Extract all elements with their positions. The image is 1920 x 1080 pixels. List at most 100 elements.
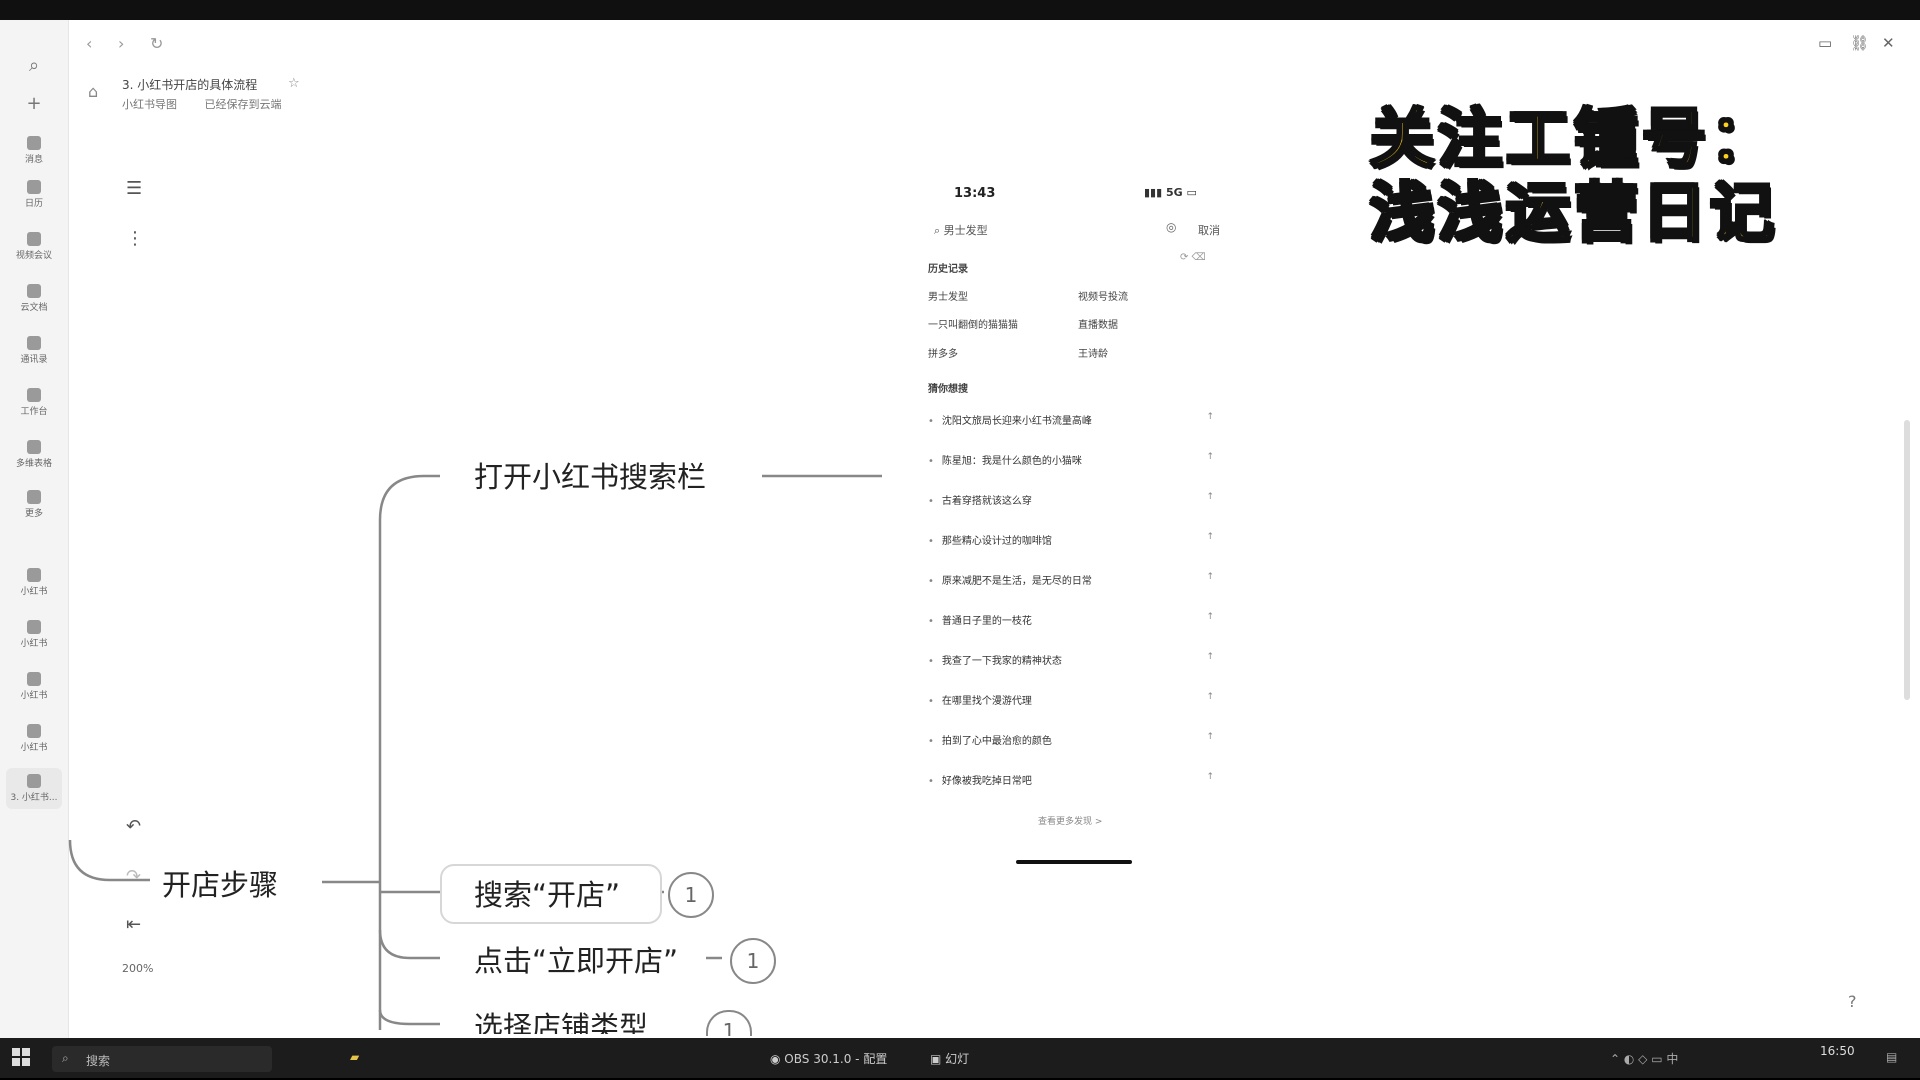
rail-item-workspace[interactable]: 工作台 xyxy=(6,388,62,417)
hot-flag-icon: ↑ xyxy=(1206,452,1214,462)
refresh-icon[interactable]: ↻ xyxy=(150,34,164,53)
rail-item-docs[interactable]: 云文档 xyxy=(6,284,62,313)
mindmap-connectors xyxy=(68,474,882,1030)
more-icon xyxy=(27,490,41,504)
windows-taskbar: ⌕ 搜索 ▰ ◉ OBS 30.1.0 - 配置 ▣ 幻灯 ⌃ ◐ ◇ ▭ 中 … xyxy=(0,1038,1920,1080)
contacts-icon xyxy=(27,336,41,350)
forward-icon[interactable]: › xyxy=(118,34,125,53)
outline-icon[interactable]: ☰ xyxy=(126,178,143,199)
rail-item-pinned-1[interactable]: 小红书 xyxy=(6,568,62,597)
pinned-doc-icon xyxy=(27,672,41,686)
save-status: 已经保存到云端 xyxy=(204,98,282,111)
hot-flag-icon: ↑ xyxy=(1206,492,1214,502)
phone-signal: ▮▮▮ 5G ▭ xyxy=(1144,186,1197,199)
branch-line-4 xyxy=(378,1009,440,1026)
history-item: 拼多多 xyxy=(928,349,958,360)
app-window: ⌕ + 消息 日历 视频会议 云文档 通讯录 工作台 多维表格 更多 小红书 小… xyxy=(0,20,1920,1038)
collapse-badge[interactable]: 1 xyxy=(730,938,776,984)
table-icon xyxy=(27,440,41,454)
rail-item-pinned-3[interactable]: 小红书 xyxy=(6,672,62,701)
hot-flag-icon: ↑ xyxy=(1206,572,1214,582)
mindmap-root[interactable]: 开店步骤 xyxy=(162,868,279,902)
history-item: 直播数据 xyxy=(1078,320,1118,331)
discover-item: •拍到了心中最治愈的颜色↑ xyxy=(928,732,1214,747)
branch-trunk xyxy=(378,474,440,1030)
history-title: 历史记录 xyxy=(928,264,968,275)
camera-icon: ◎ xyxy=(1166,220,1177,234)
pinned-doc-icon xyxy=(27,620,41,634)
history-item: 一只叫翻倒的猫猫猫 xyxy=(928,320,1018,331)
redo-icon[interactable]: ↷ xyxy=(126,866,142,887)
discover-more: 查看更多发现 > xyxy=(1038,817,1103,827)
add-icon[interactable]: + xyxy=(26,93,42,114)
hot-flag-icon: ↑ xyxy=(1206,652,1214,662)
rail-item-meeting[interactable]: 视频会议 xyxy=(6,232,62,261)
collapse-badge[interactable]: 1 xyxy=(668,872,714,918)
notification-icon[interactable]: ▤ xyxy=(1886,1050,1898,1064)
hot-flag-icon: ↑ xyxy=(1206,612,1214,622)
discover-item: •那些精心设计过的咖啡馆↑ xyxy=(928,532,1214,547)
mindmap-node-open-shop[interactable]: 点击“立即开店” xyxy=(474,944,679,978)
rail-item-more[interactable]: 更多 xyxy=(6,490,62,519)
taskbar-app2[interactable]: ▣ 幻灯 xyxy=(930,1052,970,1066)
discover-item: •我查了一下我家的精神状态↑ xyxy=(928,652,1214,667)
discover-item: •原来减肥不是生活，是无尽的日常↑ xyxy=(928,572,1214,587)
rail-item-messages[interactable]: 消息 xyxy=(6,136,62,165)
doc-subtitle: 小红书导图 已经保存到云端 xyxy=(122,96,306,112)
hot-flag-icon: ↑ xyxy=(1206,732,1214,742)
mindmap-node-shop-type[interactable]: 选择店铺类型 xyxy=(474,1010,649,1034)
search-icon: ⌕ xyxy=(62,1051,69,1065)
taskbar-obs[interactable]: ◉ OBS 30.1.0 - 配置 xyxy=(770,1052,888,1066)
back-icon[interactable]: ‹ xyxy=(86,34,93,53)
window-icon[interactable]: ▭ xyxy=(1818,34,1833,52)
rail-item-current[interactable]: 3. 小红书... xyxy=(6,768,62,809)
phone-home-indicator xyxy=(1016,860,1132,864)
undo-icon[interactable]: ↶ xyxy=(126,816,142,837)
discover-item: •普通日子里的一枝花↑ xyxy=(928,612,1214,627)
rail-item-pinned-2[interactable]: 小红书 xyxy=(6,620,62,649)
pinned-doc-icon xyxy=(27,774,41,788)
doc-title[interactable]: 3. 小红书开店的具体流程 xyxy=(122,78,258,92)
hot-flag-icon: ↑ xyxy=(1206,532,1214,542)
bottom-black-bar xyxy=(0,1078,1920,1080)
pinned-doc-icon xyxy=(27,568,41,582)
collapse-badge[interactable]: 1 xyxy=(706,1010,752,1036)
top-black-bar xyxy=(0,0,1920,20)
star-icon[interactable]: ☆ xyxy=(288,76,300,91)
collapse-icon[interactable]: ⇤ xyxy=(126,914,142,935)
phone-screenshot[interactable]: 13:43 ▮▮▮ 5G ▭ ⌕ 男士发型 ◎ 取消 历史记录 ⟳ ⌫ 男士发型… xyxy=(908,160,1238,880)
grid-icon xyxy=(27,388,41,402)
phone-search-field: ⌕ 男士发型 xyxy=(934,224,988,237)
home-icon[interactable]: ⌂ xyxy=(88,82,99,101)
taskbar-search[interactable]: ⌕ 搜索 xyxy=(52,1046,272,1072)
hot-flag-icon: ↑ xyxy=(1206,772,1214,782)
rail-item-base[interactable]: 多维表格 xyxy=(6,440,62,469)
link-icon[interactable]: ⛓ xyxy=(1850,34,1870,52)
search-icon[interactable]: ⌕ xyxy=(28,55,40,76)
folder-icon[interactable]: ▰ xyxy=(350,1050,360,1064)
discover-item: •陈星旭：我是什么颜色的小猫咪↑ xyxy=(928,452,1214,467)
calendar-icon xyxy=(27,180,41,194)
close-icon[interactable]: ✕ xyxy=(1882,34,1895,52)
discover-item: •好像被我吃掉日常吧↑ xyxy=(928,772,1214,787)
mindmap-node-search-shop[interactable]: 搜索“开店” xyxy=(474,878,621,912)
history-item: 男士发型 xyxy=(928,292,968,303)
root-incoming-line xyxy=(68,839,150,882)
rail-item-pinned-4[interactable]: 小红书 xyxy=(6,724,62,753)
left-rail: ⌕ + 消息 日历 视频会议 云文档 通讯录 工作台 多维表格 更多 小红书 小… xyxy=(0,20,69,1038)
rail-item-calendar[interactable]: 日历 xyxy=(6,180,62,209)
zoom-level[interactable]: 200% xyxy=(122,962,154,975)
structure-icon[interactable]: ⋮ xyxy=(126,228,144,249)
mindmap-node-open-search[interactable]: 打开小红书搜索栏 xyxy=(474,460,707,494)
vertical-scrollbar[interactable] xyxy=(1904,420,1910,700)
breadcrumb[interactable]: 小红书导图 xyxy=(122,98,177,111)
tray-icons[interactable]: ⌃ ◐ ◇ ▭ 中 xyxy=(1610,1052,1679,1066)
rail-item-contacts[interactable]: 通讯录 xyxy=(6,336,62,365)
watermark-line-2: 浅浅运营日记 xyxy=(1369,176,1778,253)
trash-icon: ⟳ ⌫ xyxy=(1180,252,1206,263)
help-icon[interactable]: ? xyxy=(1848,992,1857,1011)
taskbar-clock[interactable]: 16:50 xyxy=(1820,1044,1855,1058)
watermark-line-1: 关注工锺号： xyxy=(1369,102,1778,179)
chat-icon xyxy=(27,136,41,150)
windows-start-icon[interactable] xyxy=(12,1048,30,1066)
